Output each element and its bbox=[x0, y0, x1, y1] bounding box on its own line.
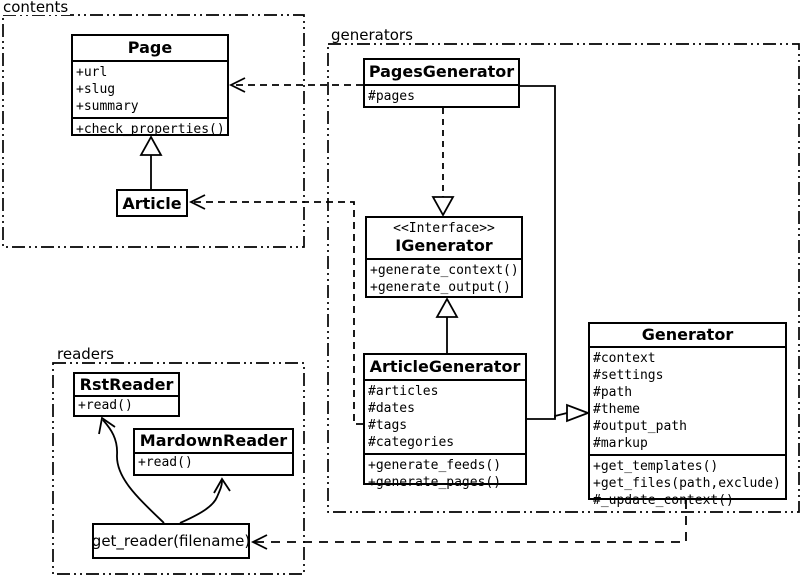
class-methods-rstreader: +read() bbox=[75, 395, 178, 414]
class-title-mardownreader: MardownReader bbox=[139, 431, 288, 450]
class-box-articlegenerator: ArticleGenerator #articles #dates #tags … bbox=[363, 353, 527, 490]
method: +read() bbox=[78, 398, 133, 413]
class-title-igenerator: <<Interface>> IGenerator bbox=[367, 218, 521, 258]
attribute: #output_path bbox=[593, 419, 687, 434]
package-label-contents: contents bbox=[1, 0, 71, 16]
attribute: #path bbox=[593, 385, 633, 400]
attribute: #context bbox=[593, 351, 656, 366]
class-methods-page: +check_properties() bbox=[73, 117, 227, 140]
attribute: #articles bbox=[368, 384, 439, 399]
method: #_update_context() bbox=[593, 493, 734, 508]
method: +get_files(path,exclude) bbox=[593, 476, 781, 491]
class-box-mardownreader: MardownReader +read() bbox=[133, 428, 294, 476]
inheritance-triangle-icon bbox=[566, 403, 591, 423]
class-attributes-page: +url +slug +summary bbox=[73, 60, 227, 117]
class-title-articlegenerator: ArticleGenerator bbox=[369, 357, 521, 376]
class-box-generator: Generator #context #settings #path #them… bbox=[588, 322, 787, 508]
class-title-generator: Generator bbox=[641, 325, 734, 344]
package-label-generators: generators bbox=[329, 26, 415, 44]
open-arrowhead-icon bbox=[98, 416, 116, 435]
realization-triangle-icon bbox=[431, 196, 455, 217]
open-arrowhead-icon bbox=[188, 194, 206, 210]
edge-articlegenerator-generator-inheritance bbox=[527, 415, 556, 420]
method: +generate_pages() bbox=[368, 475, 502, 490]
open-arrowhead-icon bbox=[213, 477, 231, 494]
package-label-readers: readers bbox=[55, 345, 116, 363]
method: +read() bbox=[138, 455, 193, 470]
attribute: +summary bbox=[76, 99, 139, 114]
attribute: #categories bbox=[368, 435, 455, 450]
attribute: #settings bbox=[593, 368, 664, 383]
package-generators-border bbox=[327, 43, 800, 513]
attribute: #theme bbox=[593, 402, 640, 417]
attribute: +slug bbox=[76, 82, 116, 97]
class-box-igenerator: <<Interface>> IGenerator +generate_conte… bbox=[365, 216, 523, 298]
edge-pagesgenerator-generator-inheritance bbox=[520, 85, 556, 418]
open-arrowhead-icon bbox=[250, 534, 268, 550]
method: +generate_output() bbox=[370, 280, 511, 295]
edge-getreader-mardownreader bbox=[179, 480, 223, 524]
class-attributes-generator: #context #settings #path #theme #output_… bbox=[590, 346, 785, 454]
edge-getreader-rstreader bbox=[102, 419, 165, 524]
method: +check_properties() bbox=[76, 122, 225, 137]
method: +generate_feeds() bbox=[368, 458, 502, 473]
inheritance-triangle-icon bbox=[139, 135, 163, 156]
class-title-article: Article bbox=[122, 193, 182, 213]
class-box-rstreader: RstReader +read() bbox=[73, 372, 180, 417]
attribute: #pages bbox=[368, 89, 415, 104]
class-attributes-pagesgenerator: #pages bbox=[365, 84, 518, 107]
class-title-igenerator-name: IGenerator bbox=[395, 236, 493, 255]
class-title-rstreader: RstReader bbox=[79, 375, 174, 394]
function-box-get-reader: get_reader(filename) bbox=[92, 523, 250, 559]
class-box-page: Page +url +slug +summary +check_properti… bbox=[71, 34, 229, 137]
interface-stereotype: <<Interface>> bbox=[393, 221, 495, 236]
method: +generate_context() bbox=[370, 263, 519, 278]
package-readers-border bbox=[52, 362, 305, 575]
edge-articlegenerator-article-dependency bbox=[193, 201, 363, 425]
class-title-page: Page bbox=[127, 38, 173, 57]
attribute: +url bbox=[76, 65, 108, 80]
attribute: #dates bbox=[368, 401, 415, 416]
function-box-get-reader-label: get_reader(filename) bbox=[91, 532, 251, 550]
class-methods-generator: +get_templates() +get_files(path,exclude… bbox=[590, 454, 785, 511]
class-methods-mardownreader: +read() bbox=[135, 452, 292, 471]
method: +get_templates() bbox=[593, 459, 719, 474]
class-methods-articlegenerator: +generate_feeds() +generate_pages() bbox=[365, 453, 525, 493]
open-arrowhead-icon bbox=[228, 77, 246, 93]
attribute: #tags bbox=[368, 418, 408, 433]
class-attributes-articlegenerator: #articles #dates #tags #categories bbox=[365, 379, 525, 453]
inheritance-triangle-icon bbox=[435, 297, 459, 318]
attribute: #markup bbox=[593, 436, 648, 451]
class-title-pagesgenerator: PagesGenerator bbox=[368, 62, 515, 81]
class-box-article: Article bbox=[116, 189, 188, 217]
package-contents-border bbox=[2, 14, 305, 248]
class-methods-igenerator: +generate_context() +generate_output() bbox=[367, 258, 521, 298]
class-box-pagesgenerator: PagesGenerator #pages bbox=[363, 58, 520, 108]
edge-generator-join bbox=[554, 412, 568, 417]
